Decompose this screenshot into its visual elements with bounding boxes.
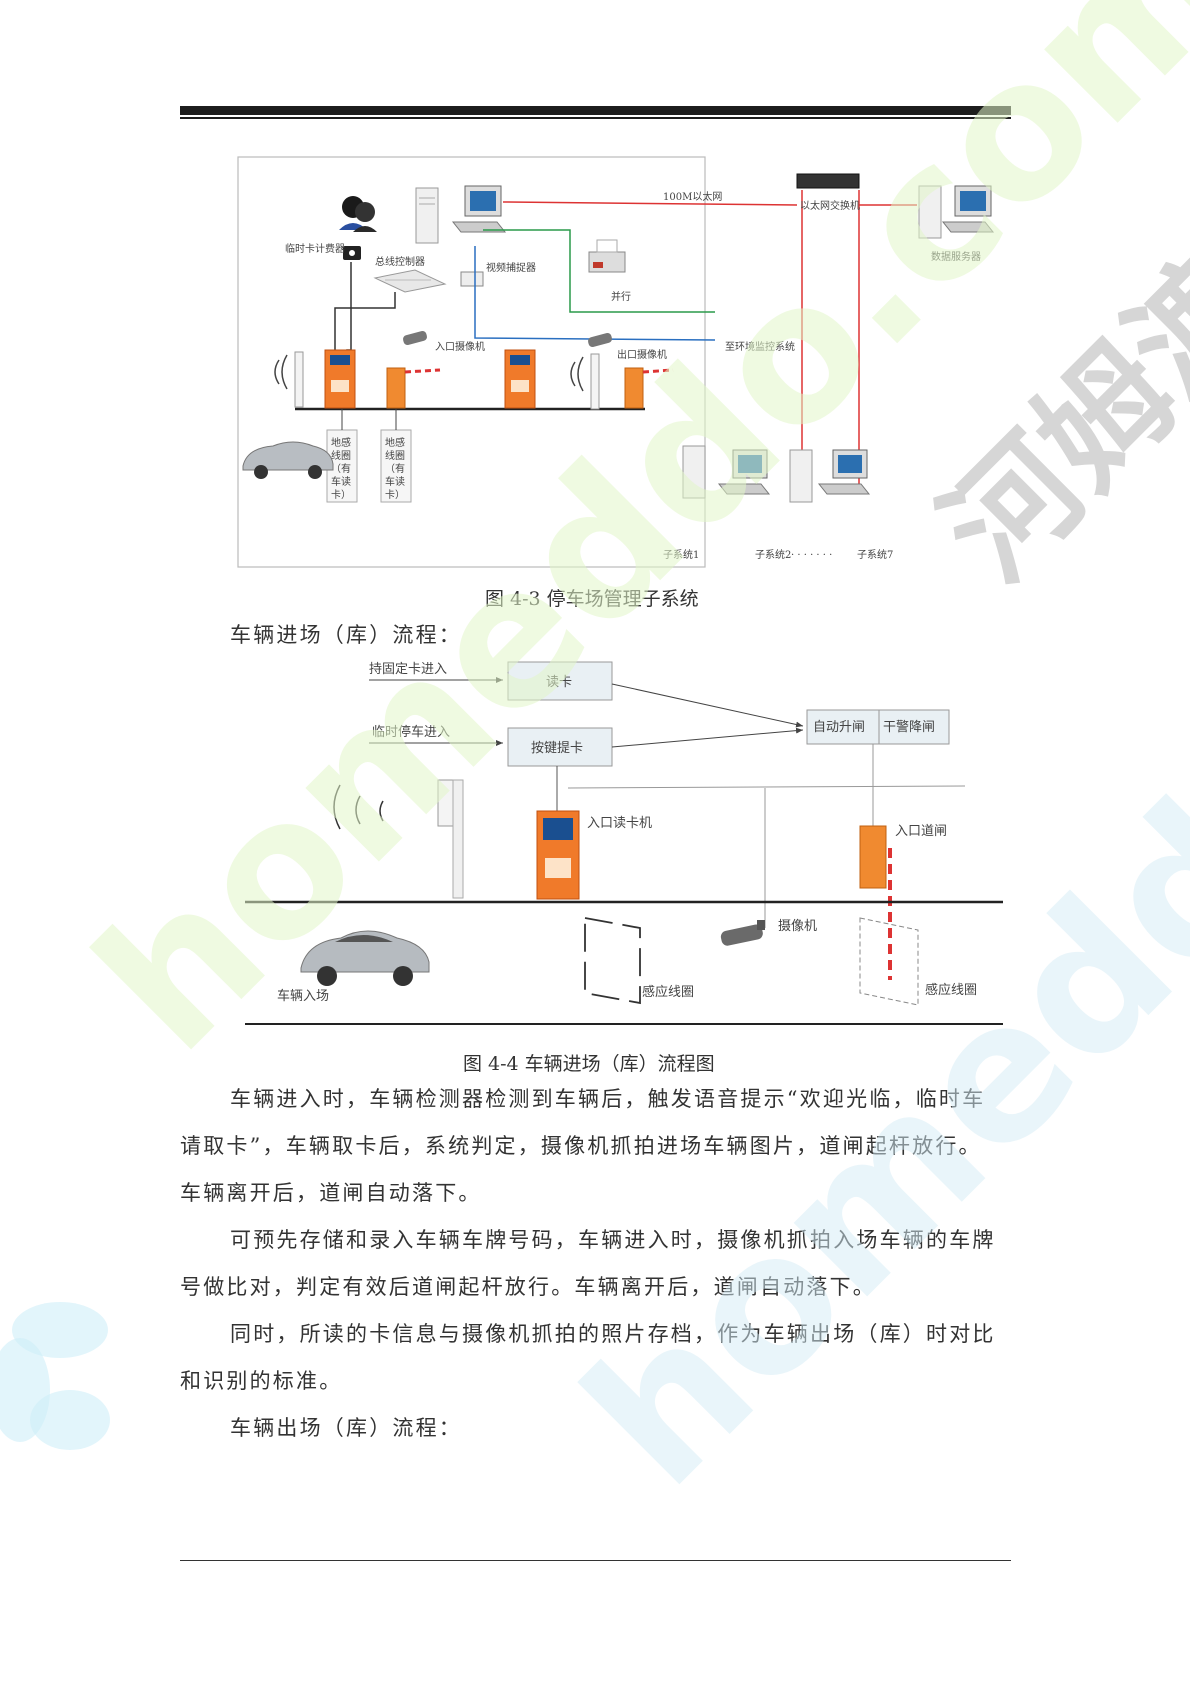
label-switch: 以太网交换机 — [800, 199, 860, 212]
induction-coil-2-icon — [859, 917, 919, 1006]
section-entry-title: 车辆进场（库）流程： — [230, 623, 462, 647]
para2-line2: 号做比对，判定有效后道闸起杆放行。车辆离开后，道闸自动落下。 — [180, 1275, 876, 1299]
label-subsystem1: 子系统1 — [663, 548, 699, 561]
figure-4-3-caption: 图 4-3 停车场管理子系统 — [485, 588, 699, 610]
label-parallel: 并行 — [611, 290, 631, 303]
svg-text:（有: （有 — [385, 462, 405, 475]
antenna-left-icon — [274, 351, 304, 408]
watermark-flower-icon — [0, 1302, 110, 1450]
svg-text:（有: （有 — [331, 462, 351, 475]
label-camera: 摄像机 — [778, 919, 817, 934]
induction-coil-1-icon — [584, 916, 641, 1005]
label-ethernet: 100M以太网 — [663, 190, 722, 203]
label-bus-controller: 总线控制器 — [375, 255, 425, 268]
alarm-lower-box — [878, 709, 950, 745]
label-press-key-card: 按键提卡 — [531, 740, 583, 756]
host-pc-icon — [451, 185, 507, 233]
para1-line3: 车辆离开后，道闸自动落下。 — [180, 1181, 482, 1205]
label-entry-gate: 入口道闸 — [895, 824, 947, 839]
svg-text:线圈: 线圈 — [331, 449, 351, 462]
header-rule-thick — [180, 106, 1011, 115]
entry-card-reader-icon — [536, 810, 580, 900]
svg-text:地感: 地感 — [385, 436, 405, 449]
exit-camera-icon — [588, 332, 612, 348]
figure-4-3-diagram: 100M以太网 以太网交换机 数据服务器 临时卡计费器 总线控制器 视频捕捉器 … — [237, 156, 995, 568]
data-server-icon — [918, 185, 995, 239]
header-rule-thin — [180, 117, 1011, 119]
label-temp-card-fee: 临时卡计费器 — [285, 242, 345, 255]
label-entry-card-reader: 入口读卡机 — [587, 816, 652, 831]
coil-2-text: 地感 线圈 （有 车读 卡） — [385, 436, 405, 501]
entry-gate-icon — [859, 825, 892, 980]
label-temp-parking-in: 临时停车进入 — [372, 724, 450, 740]
car-icon — [242, 441, 334, 479]
label-vehicle-entry: 车辆入场 — [277, 988, 329, 1004]
label-subsystem7: 子系统7 — [857, 548, 893, 561]
svg-text:线圈: 线圈 — [385, 449, 405, 462]
label-subsystem2: 子系统2 — [755, 548, 791, 561]
label-exit-camera: 出口摄像机 — [617, 348, 667, 361]
barrier-gate-2-icon — [624, 367, 674, 409]
auto-raise-box — [806, 709, 880, 745]
svg-text:卡）: 卡） — [385, 488, 405, 501]
ethernet-switch-icon — [796, 173, 860, 189]
para1-line1: 车辆进入时，车辆检测器检测到车辆后，触发语音提示“欢迎光临，临时车 — [230, 1087, 986, 1111]
label-auto-raise: 自动升闸 — [813, 720, 865, 735]
operator-people-icon — [339, 196, 377, 232]
label-induction-coil-2: 感应线圈 — [925, 982, 977, 998]
barrier-gate-1-icon — [386, 367, 441, 409]
video-capture-icon — [460, 271, 484, 287]
exit-process-title: 车辆出场（库）流程： — [230, 1416, 462, 1440]
label-entry-camera: 入口摄像机 — [435, 340, 485, 353]
label-read-card: 读卡 — [546, 675, 572, 690]
figure-4-4-caption: 图 4-4 车辆进场（库）流程图 — [463, 1053, 715, 1075]
read-card-box — [507, 661, 613, 701]
vehicle-car-icon — [300, 930, 430, 986]
entry-antenna-icon — [333, 779, 464, 899]
label-fixed-card-in: 持固定卡进入 — [369, 662, 447, 677]
press-key-card-box — [507, 727, 613, 767]
svg-text:车读: 车读 — [385, 475, 405, 488]
printer-icon — [588, 239, 626, 273]
para2-line1: 可预先存储和录入车辆车牌号码，车辆进入时，摄像机抓拍入场车辆的车牌 — [230, 1228, 996, 1252]
temp-card-fee-icon — [343, 246, 361, 260]
para3-line2: 和识别的标准。 — [180, 1369, 343, 1393]
ground-coil-2-box — [380, 429, 412, 503]
label-dots: · · · · · · · — [791, 550, 832, 561]
label-video-capture: 视频捕捉器 — [486, 261, 536, 274]
subsystem1-frame — [237, 156, 706, 568]
label-alarm-lower: 干警降闸 — [883, 719, 935, 735]
subsystem2-computer-icon — [682, 445, 771, 499]
camera-icon — [720, 920, 765, 946]
card-reader-2-icon — [504, 349, 536, 409]
bus-controller-icon — [373, 269, 447, 293]
label-induction-coil-1: 感应线圈 — [642, 984, 694, 1000]
svg-text:车读: 车读 — [331, 475, 351, 488]
footer-rule — [180, 1560, 1011, 1561]
svg-text:地感: 地感 — [331, 436, 351, 449]
figure-4-4-diagram: 持固定卡进入 临时停车进入 读卡 按键提卡 自动升闸 干警降闸 入口读卡机 入口… — [245, 661, 1003, 1025]
subsystem7-computer-icon — [789, 449, 871, 503]
label-env-monitor: 至环境监控系统 — [725, 340, 795, 353]
antenna-right-icon — [570, 353, 600, 410]
host-server-icon — [415, 187, 439, 244]
svg-text:卡）: 卡） — [331, 488, 351, 501]
label-data-server: 数据服务器 — [931, 250, 981, 263]
para1-line2: 请取卡”，车辆取卡后，系统判定，摄像机抓拍进场车辆图片，道闸起杆放行。 — [180, 1134, 982, 1158]
card-reader-1-icon — [324, 349, 356, 409]
coil-1-text: 地感 线圈 （有 车读 卡） — [331, 436, 351, 501]
para3-line1: 同时，所读的卡信息与摄像机抓拍的照片存档，作为车辆出场（库）时对比 — [230, 1322, 996, 1346]
entry-camera-icon — [403, 330, 427, 346]
